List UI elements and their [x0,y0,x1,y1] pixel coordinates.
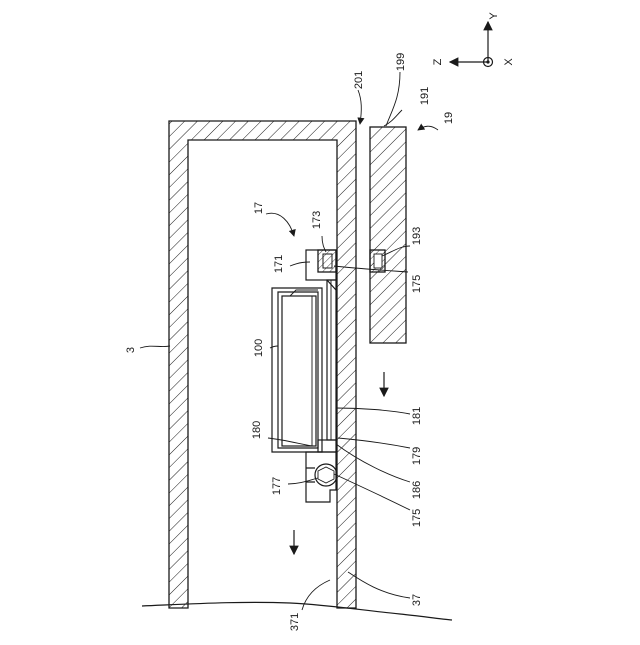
axis-x-label: X [503,58,515,66]
label-100: 100 [253,339,265,357]
label-199: 199 [395,53,407,71]
label-175-lower: 175 [411,509,423,527]
label-179: 179 [411,447,423,465]
axis-y-label: Y [488,12,500,20]
label-173: 173 [311,211,323,229]
label-186: 186 [411,481,423,499]
member-199 [370,127,406,343]
label-201: 201 [353,71,365,89]
axis-z-label: Z [432,58,444,65]
label-175-upper: 175 [411,275,423,293]
label-180: 180 [251,421,263,439]
label-37: 37 [411,594,423,606]
label-371: 371 [289,613,301,631]
coordinate-axes: Y Z X [432,12,515,67]
housing-3 [169,121,356,608]
label-193: 193 [411,227,423,245]
label-171: 171 [273,255,285,273]
assembly-17 [272,250,337,502]
label-177: 177 [271,477,283,495]
label-17: 17 [253,202,265,214]
label-181: 181 [411,407,423,425]
label-191: 191 [419,87,431,105]
label-3: 3 [125,347,137,353]
label-19: 19 [443,112,455,124]
